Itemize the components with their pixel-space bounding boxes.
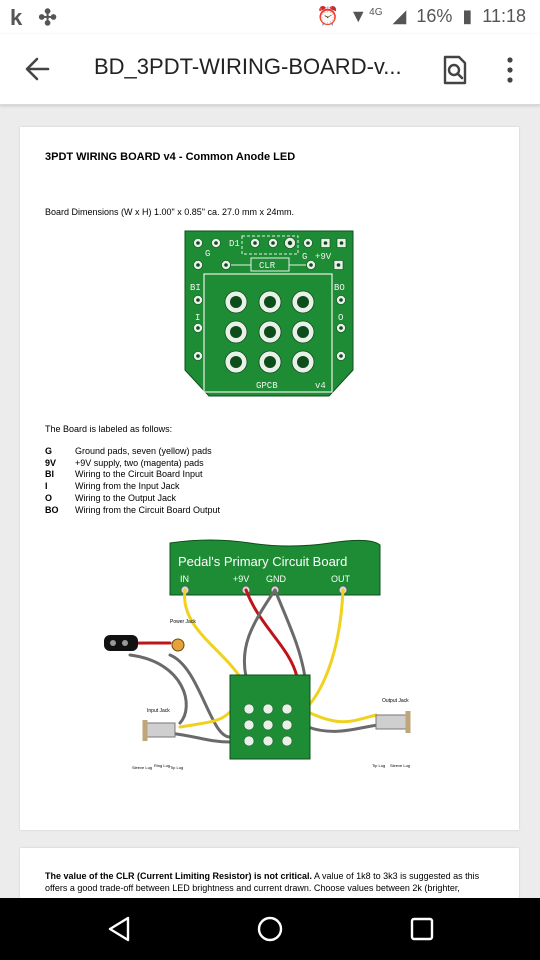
board-label-gpcb: GPCB (256, 381, 278, 391)
wiring-diagram: Pedal's Primary Circuit Board IN +9V GND… (104, 539, 411, 770)
board-label-bi: BI (190, 283, 201, 293)
doc-heading: 3PDT WIRING BOARD v4 - Common Anode LED (45, 151, 296, 163)
nav-recents-icon[interactable] (407, 914, 437, 944)
clr-note-bold: The value of the CLR (Current Limiting R… (45, 871, 313, 881)
pcb-gnd-label: GND (266, 574, 287, 584)
status-bar: k ✣ ⏰ ▼ 4G ◢ 16% ▮ 11:18 (0, 0, 540, 34)
signal-icon: ◢ (392, 6, 407, 26)
nav-home-icon[interactable] (255, 914, 285, 944)
find-in-page-icon[interactable] (442, 55, 468, 85)
document-title: BD_3PDT-WIRING-BOARD-v... (94, 54, 402, 79)
app-bar: BD_3PDT-WIRING-BOARD-v... (0, 34, 540, 105)
board-label-g-right: G (302, 252, 307, 262)
pcb-in-label: IN (180, 574, 189, 584)
back-arrow-icon[interactable] (22, 54, 52, 84)
clock: 11:18 (482, 6, 526, 26)
status-right: ⏰ ▼ 4G ◢ 16% ▮ 11:18 (317, 6, 526, 27)
board-dimensions: Board Dimensions (W x H) 1.00" x 0.85" c… (45, 207, 294, 217)
board-label-d1: D1 (229, 239, 240, 249)
board-label-i: I (195, 313, 200, 323)
pdf-page-1[interactable]: 3PDT WIRING BOARD v4 - Common Anode LED … (20, 127, 519, 830)
battery-percent: 16% (416, 6, 453, 26)
input-ring-label: Ring Lug (154, 763, 170, 768)
board-label-g-left: G (205, 249, 210, 259)
battery-icon: ▮ (462, 6, 473, 26)
system-nav-bar (0, 898, 540, 960)
input-sleeve-label: Sleeve Lug (132, 765, 152, 770)
input-tip-label: Tip Lug (170, 765, 183, 770)
clr-note-text: A value of 1k8 to 3k3 is suggested as th… (45, 871, 480, 893)
input-jack-label: Input Jack (147, 708, 170, 714)
legend-row: BI Wiring to the Circuit Board Input (45, 469, 203, 480)
pcb-9v-label: +9V (233, 574, 249, 584)
more-options-icon[interactable] (503, 56, 517, 84)
board-label-9v: +9V (315, 252, 332, 262)
pcb-out-label: OUT (331, 574, 351, 584)
board-label-v4: v4 (315, 381, 326, 391)
pcb-title: Pedal's Primary Circuit Board (178, 554, 347, 569)
nav-back-icon[interactable] (104, 914, 134, 944)
wiring-board-illustration: D1 G G +9V CLR BI BO I O GPCB v4 (184, 230, 354, 397)
output-tip-label: Tip Lug (372, 763, 385, 768)
clr-note: The value of the CLR (Current Limiting R… (45, 871, 500, 894)
k-app-icon: k (10, 5, 23, 30)
power-jack-label: Power Jack (170, 619, 196, 625)
board-label-bo: BO (334, 283, 345, 293)
board-label-clr: CLR (259, 261, 276, 271)
labels-intro: The Board is labeled as follows: (45, 424, 173, 434)
board-label-o: O (338, 313, 343, 323)
alarm-icon: ⏰ (316, 6, 340, 26)
legend-row: 9V+9V supply, two (magenta) pads (45, 457, 204, 468)
network-type: 4G (369, 7, 383, 18)
wifi-icon: ▼ (349, 6, 368, 26)
app-notification-icon: ✣ (38, 5, 57, 30)
status-left-icons: k ✣ (10, 5, 57, 31)
output-jack-label: Output Jack (382, 698, 409, 704)
output-sleeve-label: Sleeve Lug (390, 763, 410, 768)
